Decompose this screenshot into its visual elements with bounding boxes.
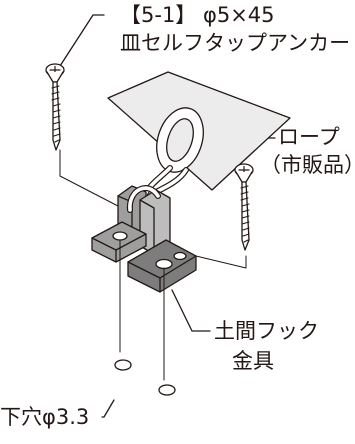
projection-line-right-screw xyxy=(195,255,247,269)
hook-name-label: 土間フック xyxy=(214,319,319,343)
rope-label: ロープ xyxy=(278,125,340,149)
pilot-hole-left xyxy=(114,359,132,371)
hook-leader-line xyxy=(171,289,211,332)
right-screw-icon xyxy=(234,163,254,251)
anchor-name-label: 皿セルフタップアンカー xyxy=(120,31,351,55)
hook-bracket xyxy=(91,185,197,293)
pilot-hole-right xyxy=(158,384,176,396)
rope-note-label: （市販品） xyxy=(260,153,355,177)
left-screw-icon xyxy=(45,63,65,151)
anchor-spec-label: 【5-1】 φ5×45 xyxy=(120,3,275,27)
hook-sub-label: 金具 xyxy=(232,349,274,373)
projection-line-left-screw xyxy=(59,149,119,207)
anchor-leader-line xyxy=(59,14,105,67)
pilot-hole-label: 下穴φ3.3 xyxy=(0,405,90,429)
rope-loop xyxy=(141,107,204,199)
pilot-hole-leader-line xyxy=(101,399,115,418)
